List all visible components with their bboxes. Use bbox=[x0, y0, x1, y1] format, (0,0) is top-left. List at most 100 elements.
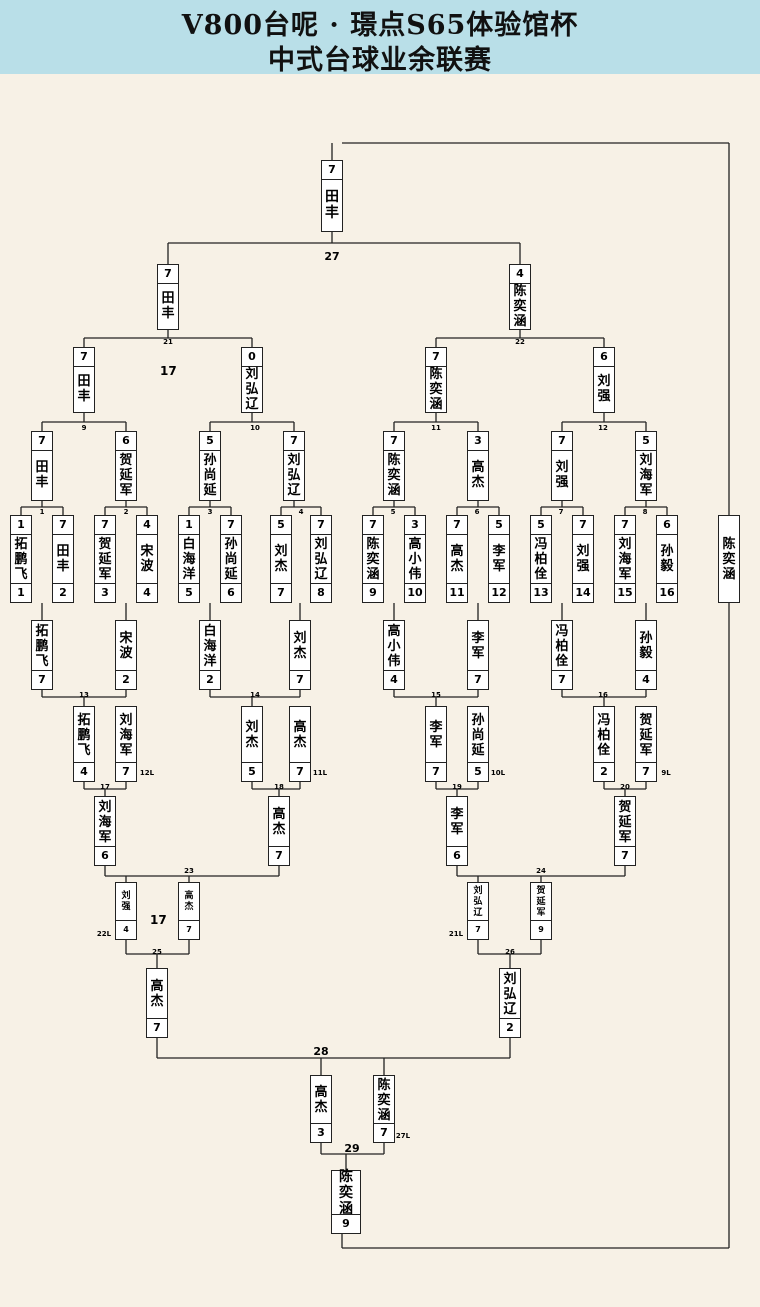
match-label-m19: 19 bbox=[452, 783, 462, 791]
match-label-m23: 23 bbox=[184, 867, 194, 875]
seed-number: 7 bbox=[290, 670, 310, 689]
player-name: 刘强 bbox=[576, 544, 590, 574]
seed-number: 7 bbox=[636, 762, 656, 781]
player-name: 刘强 bbox=[555, 460, 569, 490]
score: 6 bbox=[116, 432, 136, 451]
player-name: 田丰 bbox=[325, 189, 339, 221]
seed-number: 7 bbox=[468, 670, 488, 689]
seed-number: 7 bbox=[426, 762, 446, 781]
seed-number: 9 bbox=[332, 1214, 360, 1233]
player-box-l4c: 刘弘辽 7 bbox=[467, 882, 489, 940]
player-name: 陈奕涵 bbox=[429, 366, 443, 412]
player-name: 白海洋 bbox=[203, 623, 217, 669]
score: 7 bbox=[284, 432, 304, 451]
score: 5 bbox=[271, 516, 291, 535]
match-label-m28: 28 bbox=[313, 1045, 329, 1058]
seed-number: 10 bbox=[405, 583, 425, 602]
seed-number: 6 bbox=[221, 583, 241, 602]
player-name: 刘弘辽 bbox=[314, 536, 328, 582]
match-label-m22: 22 bbox=[515, 338, 525, 346]
seed-number: 7 bbox=[179, 920, 199, 939]
seed-number: 1 bbox=[11, 583, 31, 602]
player-name: 高杰 bbox=[450, 544, 464, 574]
score: 5 bbox=[489, 516, 509, 535]
seed-number: 7 bbox=[271, 583, 291, 602]
player-name: 刘海军 bbox=[119, 712, 133, 758]
match-label-m6: 6 bbox=[474, 508, 480, 516]
match-label-m8: 8 bbox=[642, 508, 648, 516]
score: 5 bbox=[636, 432, 656, 451]
seed-number: 9 bbox=[363, 583, 383, 602]
player-name: 高杰 bbox=[272, 807, 286, 837]
player-name: 刘杰 bbox=[245, 720, 259, 750]
score: 7 bbox=[615, 516, 635, 535]
seed-number: 7 bbox=[468, 920, 488, 939]
title-banner: V800台呢 · 璟点S65体验馆杯 中式台球业余联赛 bbox=[0, 0, 760, 76]
score: 7 bbox=[552, 432, 572, 451]
player-name: 刘弘辽 bbox=[245, 366, 259, 412]
player-name: 刘弘辽 bbox=[503, 971, 517, 1017]
player-name: 孙尚延 bbox=[203, 452, 217, 498]
player-name: 孙尚延 bbox=[224, 536, 238, 582]
player-box-right: 陈奕涵 bbox=[718, 515, 740, 603]
player-name: 冯柏佺 bbox=[597, 712, 611, 758]
match-label-m15: 15 bbox=[431, 691, 441, 699]
match-label-l22: 22L bbox=[96, 930, 112, 938]
match-label-l11: 11L bbox=[312, 769, 328, 777]
score: 7 bbox=[426, 348, 446, 367]
player-name: 孙毅 bbox=[639, 631, 653, 661]
score: 4 bbox=[510, 265, 530, 284]
player-name: 高杰 bbox=[184, 891, 194, 912]
player-name: 刘弘辽 bbox=[287, 452, 301, 498]
seed-number: 7 bbox=[374, 1123, 394, 1142]
match-label-m14: 14 bbox=[250, 691, 260, 699]
match-label-m13: 13 bbox=[79, 691, 89, 699]
match-label-m25: 25 bbox=[152, 948, 162, 956]
match-label-m18: 18 bbox=[274, 783, 284, 791]
seed-number: 15 bbox=[615, 583, 635, 602]
match-label-m3: 3 bbox=[207, 508, 213, 516]
note-upper: 17 bbox=[160, 364, 177, 378]
match-label-m16: 16 bbox=[598, 691, 608, 699]
seed-number: 7 bbox=[615, 846, 635, 865]
match-label-m27: 27 bbox=[324, 250, 340, 263]
seed-number: 4 bbox=[116, 920, 136, 939]
match-label-m1: 1 bbox=[39, 508, 45, 516]
player-name: 陈奕涵 bbox=[339, 1169, 353, 1217]
player-name: 刘弘辽 bbox=[473, 885, 483, 918]
seed-number: 6 bbox=[447, 846, 467, 865]
match-label-l12: 12L bbox=[139, 769, 155, 777]
player-name: 李军 bbox=[471, 631, 485, 661]
seed-number: 12 bbox=[489, 583, 509, 602]
match-label-m17: 17 bbox=[100, 783, 110, 791]
player-name: 拓鹏飞 bbox=[14, 536, 28, 582]
player-name: 刘海军 bbox=[98, 799, 112, 845]
seed-number: 7 bbox=[552, 670, 572, 689]
